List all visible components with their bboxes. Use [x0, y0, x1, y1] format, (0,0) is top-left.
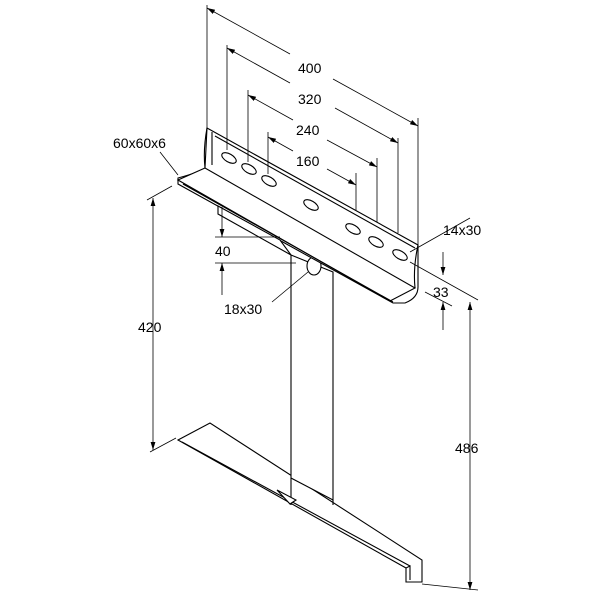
slots	[221, 152, 408, 261]
dim-240: 240	[296, 122, 320, 138]
base-channel	[176, 422, 423, 583]
dim-400: 400	[298, 60, 322, 76]
dim-160: 160	[296, 153, 320, 169]
dim-33: 33	[433, 284, 449, 300]
slot-bottom-label: 18x30	[224, 301, 262, 317]
dimension-lines	[146, 5, 479, 591]
angle-profile	[176, 127, 419, 304]
dim-420: 420	[138, 319, 162, 335]
dim-320: 320	[298, 91, 322, 107]
slot-top-label: 14x30	[443, 222, 481, 238]
dim-486: 486	[455, 440, 479, 456]
profile-label: 60x60x6	[113, 135, 166, 151]
vertical-post	[276, 254, 334, 505]
dim-40: 40	[215, 243, 231, 259]
